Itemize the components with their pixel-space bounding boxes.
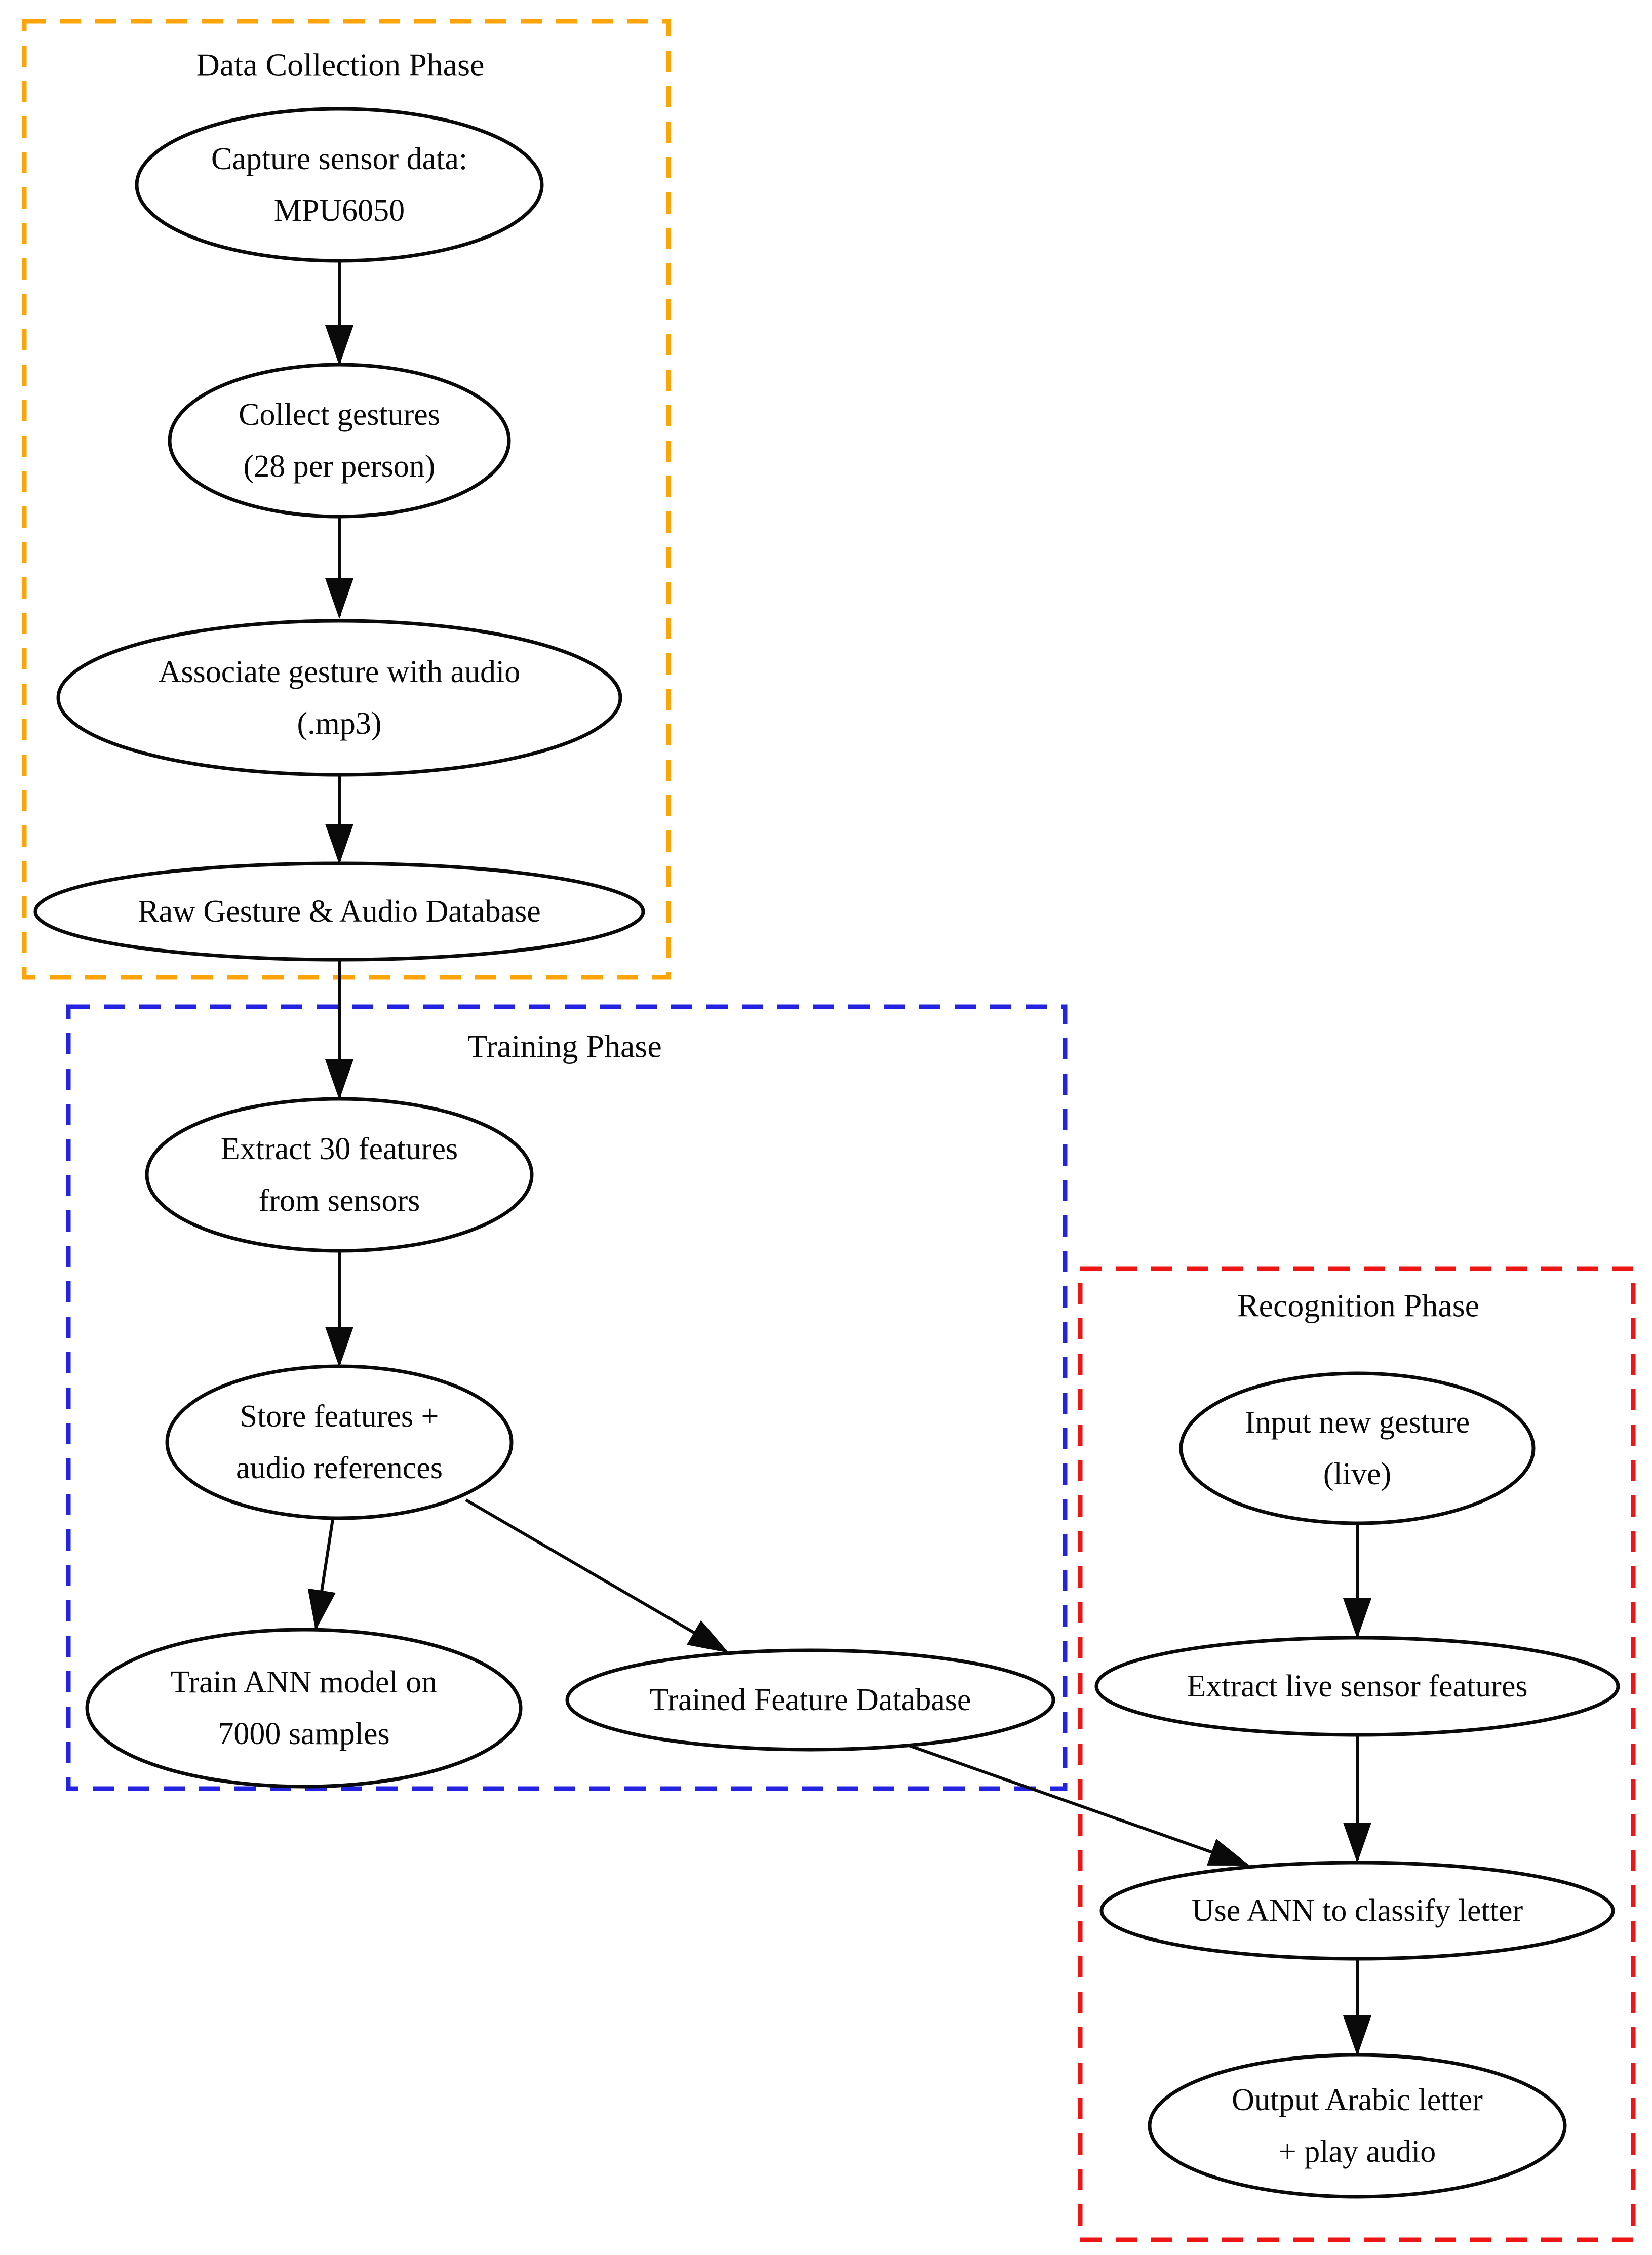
node-ellipse-train-ann-model: [85, 1628, 523, 1789]
node-ellipse-extract-live-features: [1094, 1636, 1620, 1737]
node-label-line-extract-30-features-1: from sensors: [259, 1183, 420, 1218]
node-ellipse-capture-sensor-data: [135, 107, 544, 263]
node-trained-database: Trained Feature Database: [565, 1648, 1055, 1752]
node-label-line-train-ann-model-1: 7000 samples: [218, 1717, 389, 1751]
node-label-raw-database: Raw Gesture & Audio Database: [138, 894, 540, 929]
node-input-new-gesture: Input new gesture (live): [1179, 1371, 1536, 1525]
node-ellipse-associate-gesture: [56, 619, 622, 777]
node-label-line-input-new-gesture-1: (live): [1323, 1457, 1391, 1491]
node-extract-30-features: Extract 30 features from sensors: [145, 1097, 534, 1253]
node-label-capture-sensor-data: Capture sensor data: MPU6050: [211, 142, 467, 228]
node-ellipse-store-features: [165, 1364, 514, 1520]
node-extract-live-features: Extract live sensor features: [1094, 1636, 1620, 1737]
node-label-associate-gesture: Associate gesture with audio (.mp3): [159, 655, 521, 741]
node-label-line-collect-gestures-1: (28 per person): [244, 449, 436, 484]
edge-trained-database-to-use-ann-classify: [909, 1744, 1250, 1866]
phase-data-collection: Data Collection Phase: [22, 19, 671, 980]
node-label-trained-database: Trained Feature Database: [650, 1683, 971, 1717]
node-label-store-features: Store features + audio references: [236, 1399, 443, 1485]
node-capture-sensor-data: Capture sensor data: MPU6050: [135, 107, 544, 263]
node-store-features: Store features + audio references: [165, 1364, 514, 1520]
node-ellipse-input-new-gesture: [1179, 1371, 1536, 1525]
node-ellipse-collect-gestures: [168, 363, 511, 519]
phase-recognition: Recognition Phase: [1078, 1266, 1636, 2242]
node-label-extract-30-features: Extract 30 features from sensors: [221, 1132, 458, 1218]
node-label-line-store-features-1: audio references: [236, 1451, 443, 1485]
node-label-line-use-ann-classify-0: Use ANN to classify letter: [1192, 1893, 1523, 1928]
node-output-arabic-letter: Output Arabic letter + play audio: [1148, 2053, 1567, 2199]
node-label-line-input-new-gesture-0: Input new gesture: [1245, 1405, 1470, 1440]
node-label-line-store-features-0: Store features +: [240, 1399, 439, 1434]
node-ellipse-raw-database: [33, 861, 645, 962]
node-label-line-train-ann-model-0: Train ANN model on: [171, 1665, 437, 1699]
edge-store-features-to-train-ann-model: [307, 1516, 336, 1631]
edges-layer: [307, 262, 1371, 2056]
node-label-line-extract-30-features-0: Extract 30 features: [221, 1132, 458, 1166]
phase-label-training: Training Phase: [467, 1028, 661, 1064]
node-label-use-ann-classify: Use ANN to classify letter: [1192, 1893, 1523, 1928]
node-collect-gestures: Collect gestures (28 per person): [168, 363, 511, 519]
node-label-collect-gestures: Collect gestures (28 per person): [239, 398, 440, 484]
node-label-output-arabic-letter: Output Arabic letter + play audio: [1232, 2083, 1483, 2169]
node-ellipse-extract-30-features: [145, 1097, 534, 1253]
node-label-line-capture-sensor-data-0: Capture sensor data:: [211, 142, 467, 176]
node-label-line-output-arabic-letter-1: + play audio: [1279, 2134, 1436, 2169]
node-label-line-associate-gesture-0: Associate gesture with audio: [159, 655, 521, 689]
node-ellipse-trained-database: [565, 1648, 1055, 1752]
node-label-input-new-gesture: Input new gesture (live): [1245, 1405, 1470, 1491]
phase-border-training: [66, 1004, 1068, 1791]
node-label-line-collect-gestures-0: Collect gestures: [239, 398, 440, 432]
node-label-line-raw-database-0: Raw Gesture & Audio Database: [138, 894, 540, 929]
node-label-line-trained-database-0: Trained Feature Database: [650, 1683, 971, 1717]
node-raw-database: Raw Gesture & Audio Database: [33, 861, 645, 962]
node-label-line-capture-sensor-data-1: MPU6050: [274, 193, 405, 228]
node-label-line-output-arabic-letter-0: Output Arabic letter: [1232, 2083, 1483, 2117]
phase-label-data-collection: Data Collection Phase: [196, 47, 485, 83]
node-label-train-ann-model: Train ANN model on 7000 samples: [171, 1665, 437, 1751]
node-associate-gesture: Associate gesture with audio (.mp3): [56, 619, 622, 777]
phase-border-recognition: [1078, 1266, 1636, 2242]
node-label-line-associate-gesture-1: (.mp3): [297, 706, 381, 741]
node-train-ann-model: Train ANN model on 7000 samples: [85, 1628, 523, 1789]
node-label-line-extract-live-features-0: Extract live sensor features: [1187, 1669, 1527, 1704]
phase-training: Training Phase: [66, 1004, 1068, 1791]
node-ellipse-use-ann-classify: [1099, 1861, 1615, 1961]
node-label-extract-live-features: Extract live sensor features: [1187, 1669, 1527, 1704]
phase-border-data-collection: [22, 19, 671, 980]
edge-store-features-to-trained-database: [465, 1498, 729, 1653]
node-ellipse-output-arabic-letter: [1148, 2053, 1567, 2199]
node-use-ann-classify: Use ANN to classify letter: [1099, 1861, 1615, 1961]
phase-label-recognition: Recognition Phase: [1237, 1288, 1479, 1324]
